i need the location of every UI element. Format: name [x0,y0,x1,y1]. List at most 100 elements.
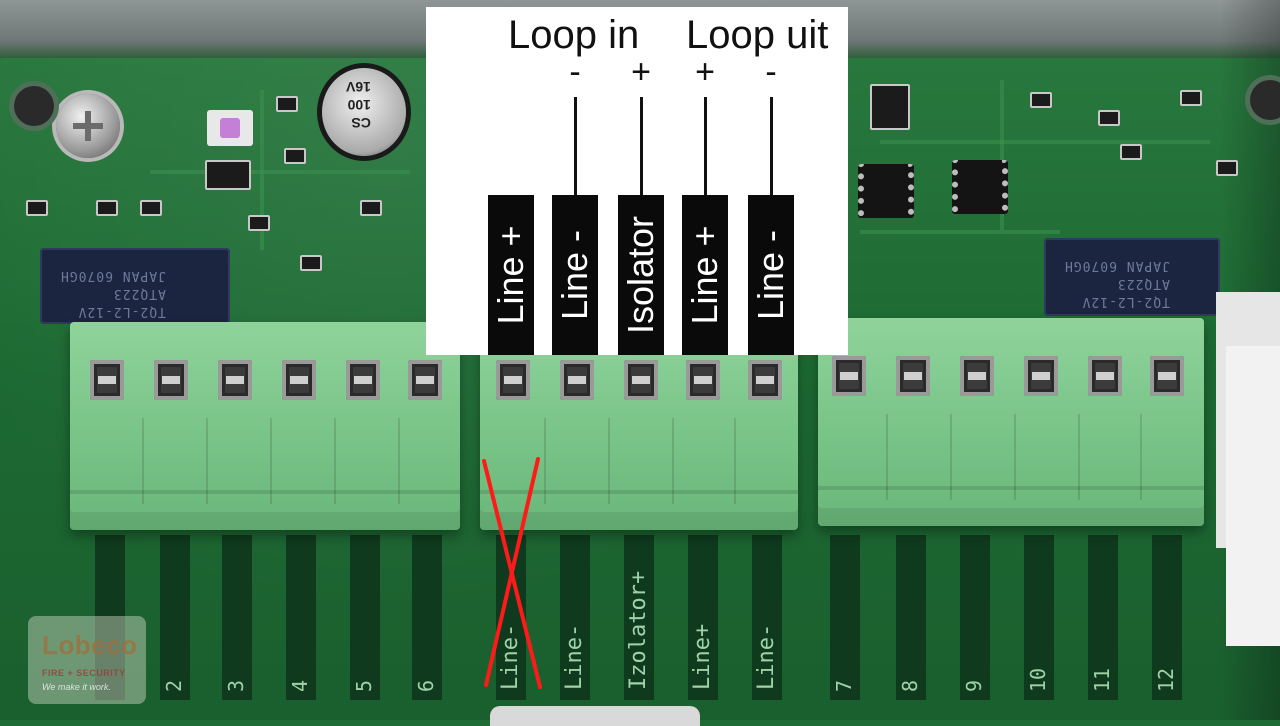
pin-pad [960,535,990,700]
pin-pad [160,535,190,700]
silk-number: 7 [832,679,856,692]
terminal-screw-line-plus[interactable] [496,360,530,400]
logo-subtitle: FIRE + SECURITY [42,668,126,678]
terminal-screw[interactable] [282,360,316,400]
smd-component [1030,92,1052,108]
pin-pad [752,535,782,700]
ic-chip [952,160,1008,214]
block-divider [1078,414,1080,500]
silk-label-line-minus: Line- [562,623,587,690]
logo-name: Lobeco [42,630,138,660]
smd-component [300,255,322,271]
block-divider [608,418,610,504]
label-bar-line-minus: Line - [552,195,598,355]
pin-pad [412,535,442,700]
smd-component [248,215,270,231]
block-divider [206,418,208,504]
smd-component [205,160,251,190]
block-divider [142,418,144,504]
block-divider [398,418,400,504]
wire-line [640,97,643,195]
red-cross-marker [482,457,542,689]
silk-number: 10 [1026,667,1050,692]
bar-text: Line + [684,225,725,325]
bottom-connector [490,706,700,726]
terminal-screw[interactable] [408,360,442,400]
terminal-screw-isolator[interactable] [624,360,658,400]
sign-plus: + [631,53,651,91]
terminal-block-right [818,318,1204,526]
silk-number: 6 [414,679,438,692]
silk-label-line-minus: Line- [754,623,779,690]
sign-plus: + [695,53,715,91]
block-divider [1014,414,1016,500]
pin-pad [830,535,860,700]
terminal-screw[interactable] [896,356,930,396]
silk-label-izolator-plus: Izolator+ [626,570,651,690]
sign-minus: - [765,53,777,91]
terminal-screw[interactable] [346,360,380,400]
pin-pad [1088,535,1118,700]
mounting-hole [1250,80,1280,120]
pin-pad [350,535,380,700]
terminal-screw[interactable] [832,356,866,396]
terminal-screw[interactable] [154,360,188,400]
smd-component [1120,144,1142,160]
silk-number: 12 [1154,667,1178,692]
pin-pad [560,535,590,700]
block-divider [886,414,888,500]
pin-pad [286,535,316,700]
terminal-screw[interactable] [218,360,252,400]
bar-text: Line - [750,229,791,321]
terminal-screw[interactable] [960,356,994,396]
pin-pad [1152,535,1182,700]
pcb-trace [860,230,1060,234]
terminal-screw-line-minus[interactable] [560,360,594,400]
silk-number: 11 [1090,667,1114,692]
terminal-screw-line-plus[interactable] [686,360,720,400]
label-bar-line-plus: Line + [488,195,534,355]
terminal-screw-line-minus[interactable] [748,360,782,400]
terminal-screw[interactable] [1024,356,1058,396]
heading-loop-in: Loop in [508,13,640,57]
smd-component [284,148,306,164]
silk-number: 4 [288,679,312,692]
smd-component [26,200,48,216]
block-divider [950,414,952,500]
block-divider [270,418,272,504]
label-bar-line-minus: Line - [748,195,794,355]
terminal-screw[interactable] [1088,356,1122,396]
sign-minus: - [569,53,581,91]
pcb-trace [260,90,264,250]
silk-label-line-plus: Line+ [690,623,715,690]
relay-label: TQ2-L2-12V ATQ223 JAPAN 6070GH [1064,258,1170,309]
smd-component [276,96,298,112]
silk-number: 3 [224,679,248,692]
terminal-screw[interactable] [90,360,124,400]
block-ridge [70,490,460,494]
pcb-trace [150,170,410,174]
block-ridge [480,490,798,494]
mounting-hole [14,86,54,126]
relay: TQ2-L2-12V ATQ223 JAPAN 6070GH [1044,238,1220,316]
pin-pad [624,535,654,700]
pin-pad [896,535,926,700]
block-divider [1140,414,1142,500]
electrolytic-capacitor: CS 100 16V [322,68,406,156]
wire-line [704,97,707,195]
smd-component [870,84,910,130]
bar-text: Line + [490,225,531,325]
terminal-screw[interactable] [1150,356,1184,396]
wire-line [770,97,773,195]
block-divider [672,418,674,504]
smd-component [1216,160,1238,176]
block-ridge [818,486,1204,490]
block-divider [734,418,736,504]
silk-number: 2 [162,679,186,692]
block-divider [544,418,546,504]
capacitor-text: CS 100 16V [346,79,371,131]
pin-pad [688,535,718,700]
label-bar-isolator: Isolator [618,195,664,355]
terminal-block-left [70,322,460,530]
